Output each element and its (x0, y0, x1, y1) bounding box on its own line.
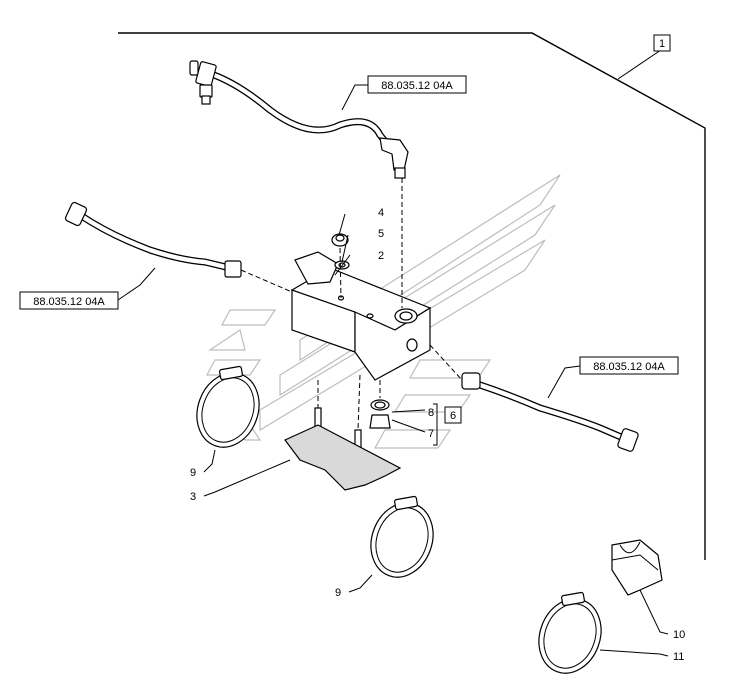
reference-label: 88.035.12 04A (381, 80, 453, 92)
pipe-clip (611, 539, 663, 596)
kit-callout-number: 6 (450, 410, 456, 422)
assembly-callout-leader (617, 49, 662, 80)
part-number-9-lower: 9 (335, 587, 341, 599)
reference-leaders (117, 84, 581, 399)
part-number-11: 11 (673, 651, 684, 663)
reference-label: 88.035.12 04A (593, 361, 665, 373)
part-numbers: 4 5 2 8 7 9 3 9 10 11 (190, 207, 685, 663)
part-number-4: 4 (378, 207, 384, 219)
top-hydraulic-pipe (189, 60, 409, 179)
mounting-parts (284, 399, 402, 491)
kit-callout: 6 (444, 406, 462, 424)
assembly-callout-number: 1 (659, 38, 665, 50)
valve-block (290, 251, 432, 381)
reference-box-left[interactable]: 88.035.12 04A (19, 291, 119, 310)
hose-clamp-bottom (538, 591, 602, 674)
assembly-callout: 1 (653, 34, 671, 52)
right-hydraulic-pipe (461, 372, 639, 452)
watermark-logo (206, 174, 561, 449)
part-number-10: 10 (673, 629, 685, 641)
part-number-5: 5 (378, 228, 384, 240)
reference-box-top[interactable]: 88.035.12 04A (367, 75, 467, 94)
assembly-bracket-line (118, 32, 706, 560)
part-number-2: 2 (378, 250, 384, 262)
part-number-7: 7 (428, 428, 434, 440)
assembly-dash-lines (240, 178, 463, 431)
part-leaders (203, 213, 669, 657)
part-number-9-upper: 9 (190, 467, 196, 479)
hose-clamp-upper (196, 365, 260, 448)
part-number-3: 3 (190, 491, 196, 503)
part-number-8: 8 (428, 407, 434, 419)
left-hydraulic-pipe (64, 201, 242, 278)
reference-box-right[interactable]: 88.035.12 04A (579, 356, 679, 375)
reference-label: 88.035.12 04A (33, 296, 105, 308)
hose-clamp-lower (370, 495, 434, 578)
